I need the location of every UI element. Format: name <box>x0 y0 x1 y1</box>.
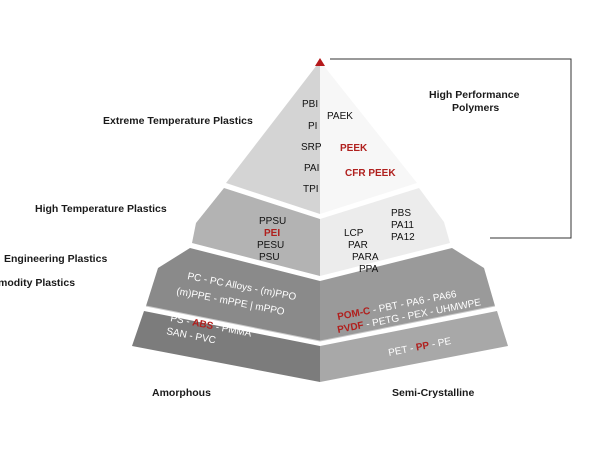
tier2-left-item-highlight: PEI <box>264 228 280 239</box>
tier1-right-item-highlight: PEEK <box>340 143 368 154</box>
tier-divider-line <box>319 305 496 342</box>
tier3-right-highlight: PVDF <box>336 320 364 336</box>
tier1-left-item: TPI <box>303 184 319 195</box>
tier3-left-face <box>146 248 320 341</box>
pyramid-apex-tip <box>315 58 325 66</box>
tier4-right-highlight: PP <box>415 340 431 353</box>
tier-divider-line <box>145 305 321 342</box>
tier2-left-item: PPSU <box>259 216 286 227</box>
label-high-performance-1: High Performance <box>429 89 520 101</box>
tier4-left-face <box>132 311 320 382</box>
label-extreme-temperature: Extreme Temperature Plastics <box>103 115 253 127</box>
tier2-right-item: PPA <box>359 264 379 275</box>
tier2-right-item: LCP <box>344 228 364 239</box>
tier1-left-face <box>226 61 320 214</box>
tier1-right-face <box>320 61 417 214</box>
label-high-temperature: High Temperature Plastics <box>35 203 167 215</box>
tier2-right-face <box>320 188 450 276</box>
tier2-right-item: PARA <box>352 252 379 263</box>
label-semi-crystalline: Semi-Crystalline <box>392 387 474 399</box>
tier1-left-item: SRP <box>301 142 322 153</box>
tier2-left-item: PSU <box>259 252 280 263</box>
high-performance-bracket <box>330 58 572 239</box>
tier3-right-face <box>320 248 495 341</box>
tier2-right-item: PA11 <box>391 220 414 231</box>
tier4-right-face <box>320 311 508 382</box>
tier4-left-highlight: ABS <box>191 317 214 332</box>
tier2-right-item: PAR <box>348 240 368 251</box>
label-amorphous: Amorphous <box>152 387 211 399</box>
tier4-right-text: - PE <box>428 336 452 351</box>
label-engineering: Engineering Plastics <box>4 253 107 265</box>
tier4-right-text: PET - <box>387 343 417 359</box>
tier1-left-item: PBI <box>302 99 318 110</box>
tier2-left-item: PESU <box>257 240 284 251</box>
tier1-right-item: PAEK <box>327 111 353 122</box>
tier2-left-face <box>192 188 320 276</box>
tier1-right-item-highlight: CFR PEEK <box>345 168 396 179</box>
tier4-right-line: PET - PP - PE <box>387 336 452 359</box>
label-commodity: modity Plastics <box>0 277 75 289</box>
tier4-left-text: PS - <box>169 313 193 328</box>
tier1-left-item: PAI <box>304 163 319 174</box>
tier2-right-item: PA12 <box>391 232 415 243</box>
tier1-left-item: PI <box>308 121 317 132</box>
label-high-performance-2: Polymers <box>452 102 499 114</box>
tier2-right-item: PBS <box>391 208 411 219</box>
